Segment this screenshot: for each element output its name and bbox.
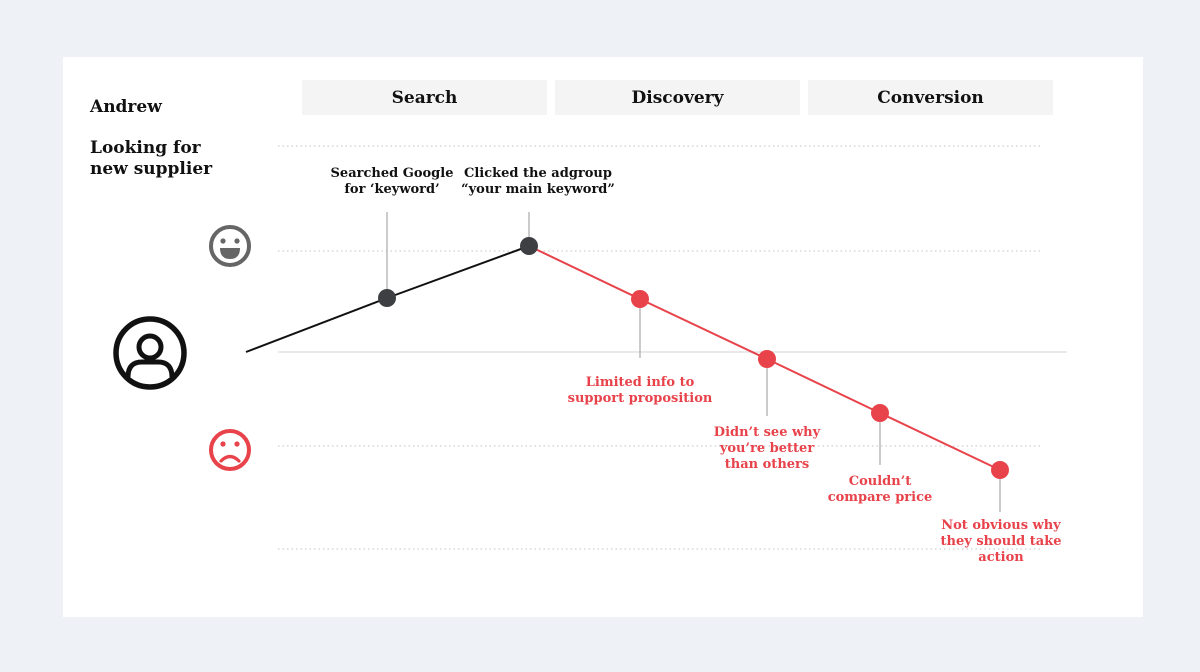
happy-face-icon [209, 225, 251, 267]
touchpoint-note-line: you’re better [719, 441, 815, 456]
touchpoint-note: Didn’t see why you’re better than others [687, 425, 847, 473]
touchpoint-marker [991, 461, 1009, 479]
touchpoint-marker [871, 404, 889, 422]
touchpoint-note: Clicked the adgroup “your main keyword” [458, 166, 618, 198]
touchpoint-marker [631, 290, 649, 308]
touchpoint-note-line: than others [724, 457, 810, 472]
touchpoint-marker [520, 237, 538, 255]
touchpoint-note-line: Clicked the adgroup [464, 166, 612, 181]
touchpoint-marker [378, 289, 396, 307]
touchpoint-note-line: support proposition [567, 391, 713, 406]
persona-goal-line-1: Looking for [90, 138, 201, 158]
phase-conversion: Conversion [808, 80, 1053, 115]
touchpoint-note-line: compare price [827, 490, 933, 505]
persona-goal-line-2: new supplier [90, 159, 213, 179]
phase-search: Search [302, 80, 547, 115]
touchpoint-note: Searched Google for ‘keyword’ [312, 166, 472, 198]
touchpoint-note: Couldn’t compare price [800, 474, 960, 506]
touchpoint-note-line: Not obvious why [941, 518, 1061, 533]
touchpoint-note-line: for ‘keyword’ [344, 182, 440, 197]
user-circle-icon [113, 316, 187, 390]
touchpoint-note: Limited info to support proposition [560, 375, 720, 407]
phase-discovery: Discovery [555, 80, 800, 115]
touchpoint-note-line: “your main keyword” [461, 182, 615, 197]
touchpoint-note-line: they should take [940, 534, 1062, 549]
persona-name: Andrew [90, 97, 162, 117]
journey-map-card [63, 57, 1143, 617]
touchpoint-marker [758, 350, 776, 368]
touchpoint-note-line: Limited info to [585, 375, 695, 390]
touchpoint-note-line: Couldn’t [848, 474, 912, 489]
touchpoint-note-line: Didn’t see why [713, 425, 821, 440]
touchpoint-note-line: action [978, 550, 1024, 565]
sad-face-icon [209, 429, 251, 471]
persona-goal: Looking for new supplier [90, 138, 220, 180]
touchpoint-note-line: Searched Google [330, 166, 454, 181]
touchpoint-note: Not obvious why they should take action [921, 518, 1081, 566]
